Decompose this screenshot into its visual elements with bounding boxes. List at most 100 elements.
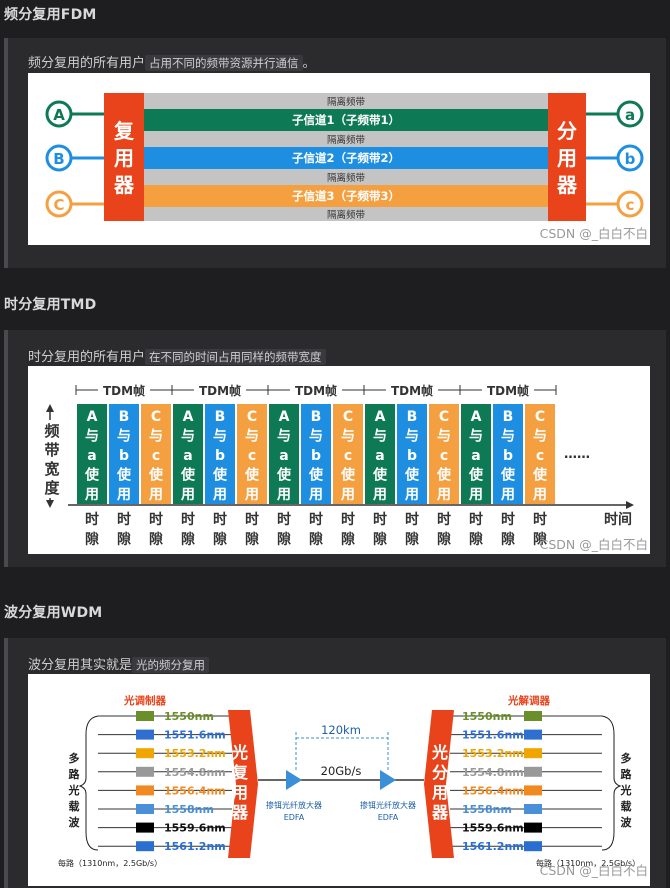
right-brace [601, 715, 622, 851]
time-slot [237, 404, 267, 504]
guard-label-2: 隔离频带 [327, 134, 366, 146]
slot-char: 使 [212, 467, 228, 484]
right-wavelength-label: 1554.8nm [462, 766, 524, 779]
slot-char: 使 [436, 467, 452, 484]
slot-char: 使 [372, 467, 388, 484]
right-char-3: 光 [620, 783, 632, 797]
slot-char: 使 [116, 467, 132, 484]
slot-char: a [279, 448, 288, 464]
channel-1-label: 子信道1（子频带1） [292, 113, 400, 127]
distance-label: 120km [321, 723, 361, 737]
demux-char-3: 器 [556, 173, 578, 197]
frame-label-bg [386, 382, 438, 398]
right-wavelength-label: 1559.6nm [462, 822, 524, 835]
slot-char: c [536, 448, 544, 464]
guard-band-4 [144, 207, 548, 221]
section-title-fdm: 频分复用FDM [4, 7, 97, 23]
right-demux-char-1: 光 [431, 743, 448, 762]
slot-char: 与 [501, 429, 515, 445]
frame-label-bg [194, 382, 246, 398]
right-carrier-label: 多 路 光 载 波 [601, 715, 633, 851]
slot-label-1: 时 [213, 511, 227, 528]
time-slot [461, 404, 491, 504]
slot-char: C [535, 409, 545, 425]
slot-char: 用 [245, 487, 259, 503]
ylabel-char-3: 宽 [43, 460, 59, 478]
slot-char: B [407, 409, 418, 425]
channel-2-label: 子信道2（子频带2） [292, 151, 400, 165]
slot-char: b [119, 448, 129, 464]
modulator-label: 光调制器 [123, 694, 166, 707]
demux-char-1: 分 [557, 119, 577, 143]
slot-char: 使 [148, 467, 164, 484]
slot-label-1: 时 [181, 511, 195, 528]
slot-char: C [247, 409, 257, 425]
frame-label: TDM帧 [199, 383, 241, 398]
left-mux-shape [228, 710, 258, 858]
slot-char: A [183, 409, 194, 425]
right-wavelength-label: 1561.2nm [462, 840, 524, 853]
slot-char: 与 [309, 429, 323, 445]
right-char-4: 载 [621, 799, 632, 813]
slot-char: 与 [181, 429, 195, 445]
left-wavelength-label: 1558nm [164, 803, 214, 816]
frame-label-bg [290, 382, 342, 398]
slot-label-2: 隙 [469, 531, 483, 548]
slot-label-1: 时 [341, 511, 355, 528]
slot-label-1: 时 [245, 511, 259, 528]
slot-char: 与 [469, 429, 483, 445]
left-modulator-block [136, 822, 154, 833]
channel-2 [144, 147, 548, 169]
slot-label-2: 隙 [373, 531, 387, 548]
slot-label-2: 隙 [533, 531, 547, 548]
mux-box [104, 93, 144, 221]
time-label: 时间 [604, 511, 632, 528]
slot-char: 使 [340, 467, 356, 484]
slot-char: 用 [341, 487, 355, 503]
slot-label-2: 隙 [341, 531, 355, 548]
frame-label-bg [482, 382, 534, 398]
slot-char: 用 [277, 487, 291, 503]
left-char-2: 路 [69, 767, 81, 781]
frame-label: TDM帧 [487, 383, 529, 398]
circle-B-label: B [53, 150, 64, 168]
slot-char: C [151, 409, 161, 425]
slot-char: 与 [341, 429, 355, 445]
frame-label: TDM帧 [103, 383, 145, 398]
watermark: CSDN @_白白不白 [539, 537, 648, 552]
edfa-1-label: EDFA [284, 813, 305, 822]
blockquote-fdm: 频分复用的所有用户占用不同的频带资源并行通信。 A B C 复 用 器 隔离 [4, 38, 666, 268]
right-wavelength-label: 1551.6nm [462, 729, 524, 742]
left-wavelength-label: 1556.4nm [164, 784, 226, 797]
mux-char-3: 器 [113, 173, 135, 197]
slot-char: a [183, 448, 192, 464]
slot-char: C [343, 409, 353, 425]
right-char-2: 路 [621, 767, 633, 781]
wdm-description: 波分复用其实就是光的频分复用 [28, 654, 210, 673]
section-title-tdm: 时分复用TMD [4, 297, 97, 313]
slot-label-1: 时 [309, 511, 323, 528]
left-mux-char-3: 用 [232, 783, 248, 802]
time-slot [397, 404, 427, 504]
slot-char: 使 [308, 467, 324, 484]
y-label-bg [40, 420, 62, 498]
slot-char: 使 [276, 467, 292, 484]
circle-c [616, 190, 644, 218]
left-wavelength-label: 1554.8nm [164, 766, 226, 779]
watermark: CSDN @_白白不白 [539, 863, 648, 878]
slot-char: 用 [85, 487, 99, 503]
guard-label-4: 隔离频带 [327, 209, 366, 221]
amp-1-label: 掺铒光纤放大器 [266, 800, 322, 810]
left-char-4: 载 [69, 799, 80, 813]
time-slot [173, 404, 203, 504]
slot-char: b [215, 448, 225, 464]
time-slot [205, 404, 235, 504]
slot-char: a [471, 448, 480, 464]
circle-a-label: a [625, 106, 635, 124]
y-label: 频 带 宽 度 [40, 420, 62, 498]
right-demux-char-4: 器 [431, 803, 449, 822]
guard-label-3: 隔离频带 [327, 172, 366, 184]
channel-3-label: 子信道3（子频带3） [292, 189, 400, 203]
slot-label-2: 隙 [437, 531, 451, 548]
